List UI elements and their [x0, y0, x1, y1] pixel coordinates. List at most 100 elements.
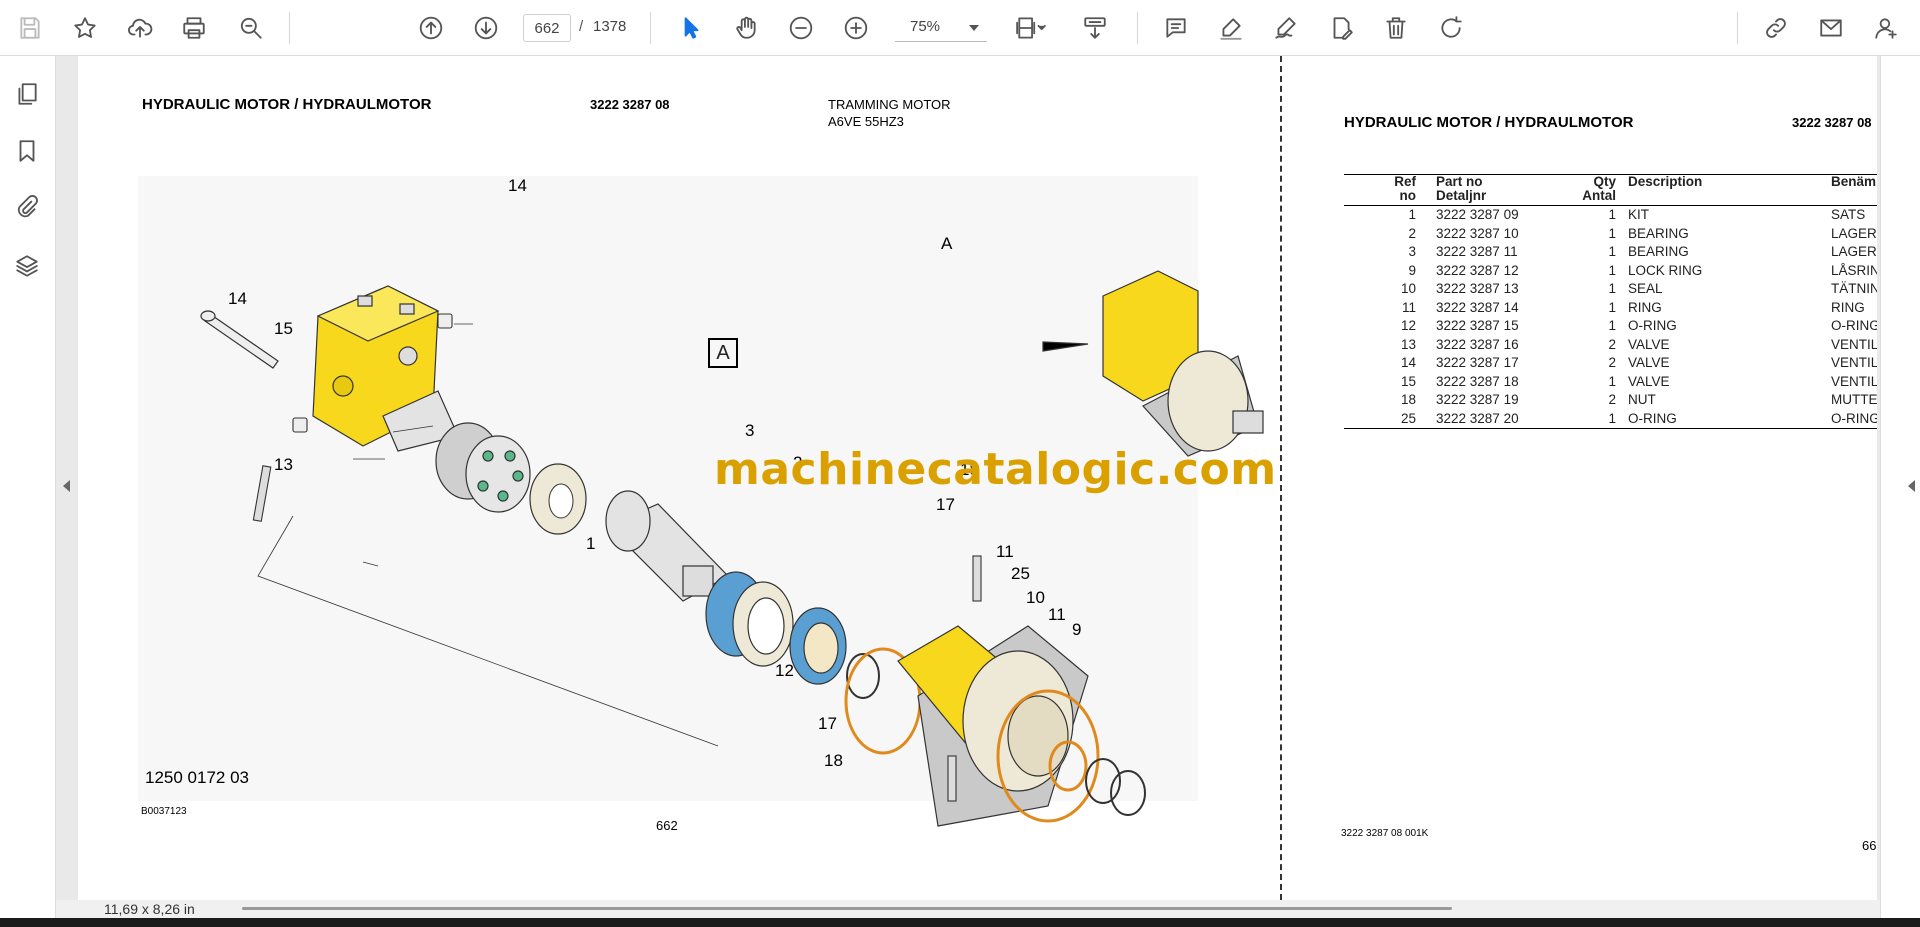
cell-qty: 1 — [1608, 410, 1616, 426]
cell-description: O-RING — [1628, 410, 1677, 426]
cell-qty: 1 — [1608, 281, 1616, 296]
sign-icon[interactable] — [1268, 10, 1304, 46]
taskbar-strip — [0, 918, 1920, 927]
account-icon[interactable] — [1868, 10, 1904, 46]
cell-qty: 1 — [1608, 318, 1616, 333]
rotate-icon[interactable] — [1433, 10, 1469, 46]
cell-qty: 1 — [1608, 373, 1616, 389]
edit-pdf-icon[interactable] — [1323, 10, 1359, 46]
scroll-mode-icon[interactable] — [1077, 10, 1113, 46]
page-fit-icon[interactable] — [1008, 10, 1054, 46]
callout-14-top: 14 — [508, 176, 527, 195]
email-icon[interactable] — [1813, 10, 1849, 46]
cell-benamning: O-RING — [1831, 318, 1877, 333]
attachment-icon[interactable] — [9, 189, 45, 225]
highlight-icon[interactable] — [1213, 10, 1249, 46]
zoom-search-icon[interactable] — [233, 10, 269, 46]
bookmark-icon[interactable] — [9, 133, 45, 169]
callout-18-top: 18 — [960, 460, 979, 479]
zoom-select[interactable]: 75% — [895, 14, 987, 42]
valve-housing-part — [312, 285, 459, 452]
callout-12: 12 — [775, 661, 794, 680]
delete-icon[interactable] — [1378, 10, 1414, 46]
cell-qty: 1 — [1608, 299, 1616, 315]
cell-description: VALVE — [1628, 373, 1670, 389]
share-link-icon[interactable] — [1758, 10, 1794, 46]
page-number-input[interactable] — [523, 14, 571, 42]
cell-benamning: TÄTNIN — [1831, 281, 1877, 296]
page-down-icon[interactable] — [468, 10, 504, 46]
cell-ref: 11 — [1401, 299, 1416, 315]
hand-icon[interactable] — [728, 10, 764, 46]
comment-icon[interactable] — [1158, 10, 1194, 46]
toolbar: / 1378 75% — [0, 0, 1920, 56]
callout-11-top: 11 — [996, 542, 1014, 561]
bearing-part — [705, 571, 847, 685]
cell-ref: 3 — [1408, 244, 1416, 259]
document-viewport[interactable]: HYDRAULIC MOTOR / HYDRAULMOTOR 3222 3287… — [78, 56, 1877, 900]
upload-icon[interactable] — [122, 10, 158, 46]
callout-11-bottom: 11 — [1048, 605, 1066, 624]
cell-description: NUT — [1628, 392, 1656, 407]
star-icon[interactable] — [67, 10, 103, 46]
cell-ref: 15 — [1400, 373, 1416, 389]
image-code: B0037123 — [141, 806, 187, 817]
cell-ref: 13 — [1400, 336, 1416, 352]
header-benamning: Benäm — [1831, 174, 1877, 189]
cell-qty: 1 — [1608, 225, 1616, 241]
callout-25: 25 — [1011, 564, 1030, 583]
left-page-subtitle-1: TRAMMING MOTOR — [828, 97, 951, 112]
cell-benamning: VENTIL — [1831, 373, 1877, 389]
callout-15: 15 — [274, 319, 293, 338]
cell-benamning: RING — [1831, 299, 1865, 315]
right-page-title: HYDRAULIC MOTOR / HYDRAULMOTOR — [1344, 114, 1634, 131]
cell-part-no: 3222 3287 11 — [1436, 244, 1518, 259]
print-icon[interactable] — [176, 10, 212, 46]
left-page-number: 662 — [656, 818, 678, 833]
save-icon[interactable] — [12, 10, 48, 46]
zoom-out-icon[interactable] — [783, 10, 819, 46]
pages-icon[interactable] — [9, 76, 45, 112]
callout-2: 2 — [793, 453, 803, 472]
cylinder-block-part — [435, 422, 531, 513]
chevron-down-icon — [969, 25, 979, 31]
cell-ref: 12 — [1400, 318, 1416, 333]
cell-ref: 9 — [1408, 262, 1416, 278]
callout-17-top: 17 — [936, 495, 955, 514]
layers-icon[interactable] — [9, 248, 45, 284]
cell-description: LOCK RING — [1628, 262, 1703, 278]
callout-1: 1 — [586, 534, 596, 553]
horizontal-scrollbar[interactable] — [242, 907, 1452, 910]
cell-qty: 2 — [1608, 336, 1616, 352]
select-cursor-icon[interactable] — [673, 10, 709, 46]
cell-description: RING — [1628, 299, 1662, 315]
inset-motor-view — [1042, 270, 1264, 457]
left-panel-toggle[interactable] — [56, 56, 78, 918]
cell-benamning: LAGER — [1831, 225, 1877, 241]
cell-description: VALVE — [1628, 355, 1670, 370]
bolt-part — [200, 310, 279, 369]
callout-10: 10 — [1026, 588, 1045, 607]
cell-ref: 18 — [1400, 392, 1416, 407]
cell-description: O-RING — [1628, 318, 1677, 333]
right-page-number: 663 — [1862, 838, 1877, 853]
right-panel-toggle[interactable] — [1880, 56, 1920, 918]
zoom-in-icon[interactable] — [838, 10, 874, 46]
cell-benamning: VENTIL — [1831, 336, 1877, 352]
page-up-icon[interactable] — [413, 10, 449, 46]
cell-benamning: VENTIL — [1831, 355, 1877, 370]
cell-description: VALVE — [1628, 336, 1670, 352]
status-bar: 11,69 x 8,26 in — [56, 900, 1880, 918]
